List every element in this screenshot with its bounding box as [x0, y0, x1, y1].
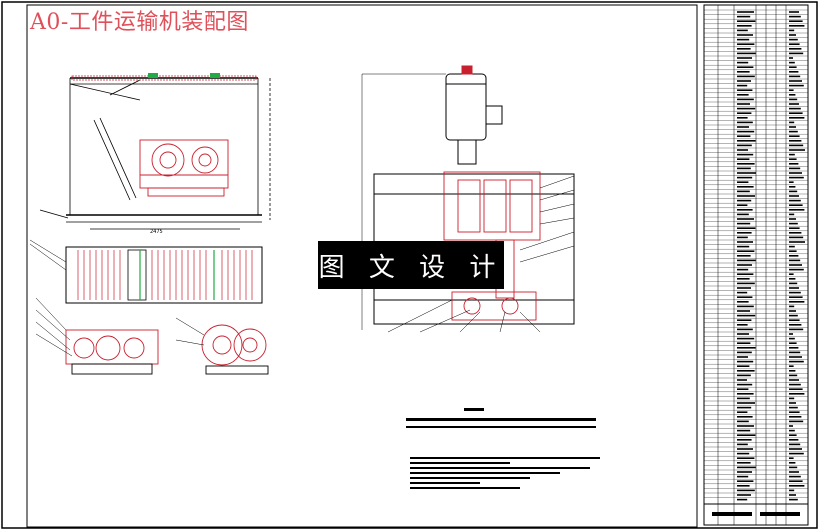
leader-lines-left: [35, 297, 205, 357]
watermark-banner: 图 文 设 计: [318, 241, 504, 289]
reducer-core: [443, 171, 541, 321]
drawing-title: A0-工件运输机装配图: [30, 10, 249, 35]
technical-notes: [406, 408, 600, 489]
parts-list-rows: [704, 9, 808, 501]
conveyor-plan-view: [29, 239, 263, 304]
gearbox-section-front: [65, 329, 159, 375]
svg-text:2475: 2475: [150, 229, 163, 235]
gearbox-elevation: [139, 139, 229, 197]
title-block: [703, 503, 809, 526]
gearbox-section-side: [201, 324, 269, 375]
frame-elevation-view: 2475: [39, 77, 271, 235]
motor-assembly: [362, 65, 503, 165]
sheet-inner-border: [26, 4, 698, 528]
chain-rail-top: [71, 73, 257, 81]
leader-lines-center: [387, 175, 575, 333]
